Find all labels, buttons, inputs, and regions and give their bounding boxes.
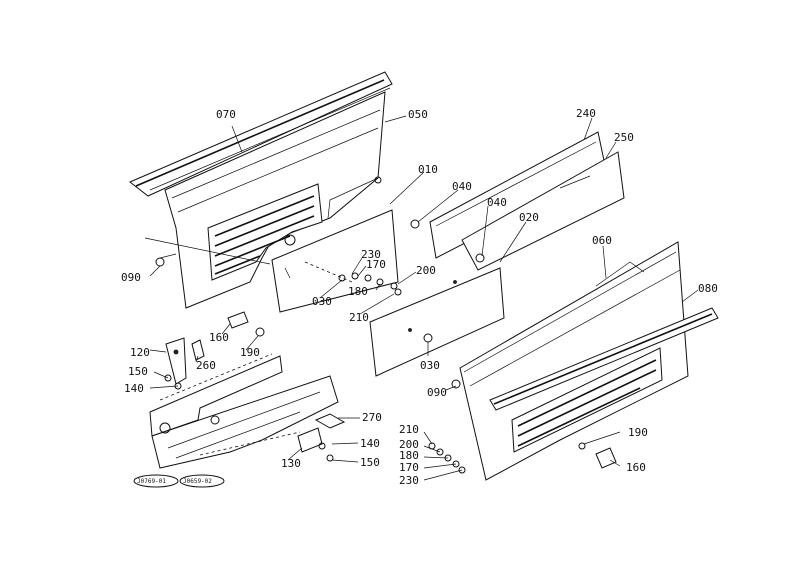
label-270: 270 (362, 411, 382, 424)
label-200a: 200 (416, 264, 436, 277)
label-160a: 160 (209, 331, 229, 344)
panel-250 (461, 151, 625, 271)
hardware (155, 219, 586, 474)
inner-plate-a (271, 209, 399, 313)
label-210a: 210 (349, 311, 369, 324)
ref-code-2: J0659-02 (183, 478, 212, 485)
latch-160a (227, 311, 249, 329)
label-130: 130 (281, 457, 301, 470)
reference-codes: J0769-01 J0659-02 (133, 474, 225, 488)
label-090a: 090 (121, 271, 141, 284)
bracket-260 (191, 339, 205, 361)
label-200b: 200 (399, 438, 419, 451)
label-190a: 190 (240, 346, 260, 359)
label-150a: 150 (128, 365, 148, 378)
side-panel-050 (164, 91, 386, 309)
bracket-120 (165, 337, 187, 385)
label-150b: 150 (360, 456, 380, 469)
inner-plate-b (369, 267, 505, 377)
latch-160b (595, 447, 617, 469)
label-080: 080 (698, 282, 718, 295)
trim-strip-080 (489, 307, 719, 411)
label-240: 240 (576, 107, 596, 120)
bracket-270 (314, 413, 346, 429)
label-020: 020 (519, 211, 539, 224)
label-060: 060 (592, 234, 612, 247)
label-210b: 210 (399, 423, 419, 436)
trim-strip-070 (129, 71, 393, 197)
label-180a: 180 (348, 285, 368, 298)
label-230a: 230 (361, 248, 381, 261)
label-230b: 230 (399, 474, 419, 487)
label-030b: 030 (420, 359, 440, 372)
label-120: 120 (130, 346, 150, 359)
label-160b: 160 (626, 461, 646, 474)
label-040a: 040 (452, 180, 472, 193)
side-panel-060 (459, 241, 689, 481)
label-090b: 090 (427, 386, 447, 399)
label-170b: 170 (399, 461, 419, 474)
label-050: 050 (408, 108, 428, 121)
leader-lines (149, 115, 699, 481)
label-250: 250 (614, 131, 634, 144)
label-180b: 180 (399, 449, 419, 462)
label-030a: 030 (312, 295, 332, 308)
latch-130 (297, 427, 323, 453)
lower-frame (149, 353, 339, 469)
label-040b: 040 (487, 196, 507, 209)
label-070: 070 (216, 108, 236, 121)
label-140a: 140 (124, 382, 144, 395)
label-010: 010 (418, 163, 438, 176)
label-170a: 170 (366, 258, 386, 271)
ref-code-1: J0769-01 (137, 478, 166, 485)
label-190b: 190 (628, 426, 648, 439)
label-140b: 140 (360, 437, 380, 450)
part-labels: 070 050 010 040 240 250 040 020 060 080 … (121, 107, 718, 487)
label-260: 260 (196, 359, 216, 372)
